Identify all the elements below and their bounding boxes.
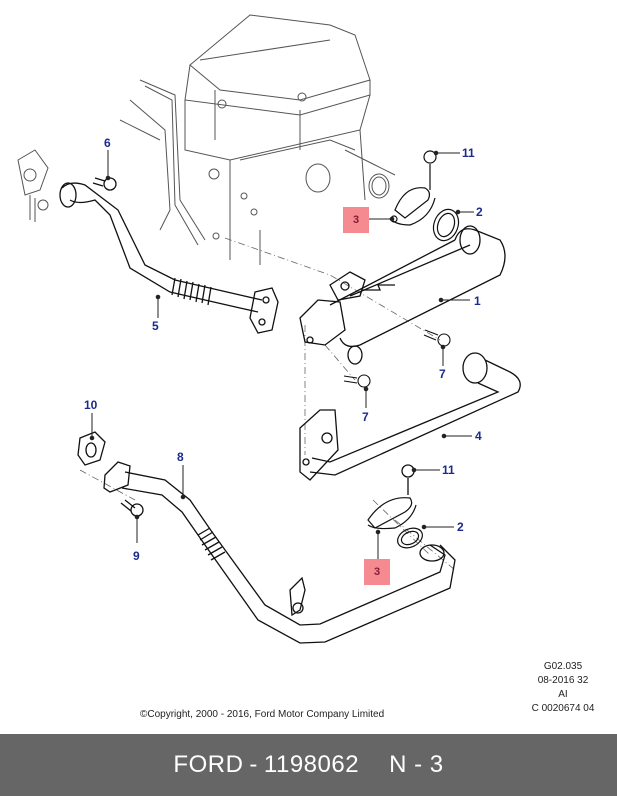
callout-8[interactable]: 8 [177,450,184,464]
diagram-drawing [17,14,521,644]
callout-7-upper[interactable]: 7 [439,367,446,381]
separator: - [249,751,258,778]
egr-pipe-5 [59,177,279,334]
callout-11-top[interactable]: 11 [462,146,475,160]
leader-lines [89,150,474,559]
callout-7-lower[interactable]: 7 [362,410,369,424]
callout-11-bottom[interactable]: 11 [442,463,455,477]
drawing-type: AI [558,689,568,700]
drawing-id: C 0020674 04 [531,703,595,714]
flex-bellows-8 [197,527,226,561]
callout-9[interactable]: 9 [133,549,140,563]
brand-label: FORD [173,751,244,778]
callout-4[interactable]: 4 [475,429,482,443]
drawing-reference: G02.035 08-2016 32 AI C 0020674 04 [523,660,603,716]
bolts-7 [343,329,451,388]
drawing-date: 08-2016 32 [537,675,589,686]
copyright-notice: ©Copyright, 2000 - 2016, Ford Motor Comp… [140,709,385,720]
egr-pipe-8 [77,431,456,644]
position-label: N - 3 [389,751,444,778]
callout-2-top[interactable]: 2 [476,205,483,219]
callout-2-bottom[interactable]: 2 [457,520,464,534]
egr-pipe-4 [299,352,521,495]
engine-block [119,14,396,265]
alignment-lines [79,237,456,571]
callout-5[interactable]: 5 [152,319,159,333]
callout-3-clamp-bottom[interactable]: 3 [364,559,390,585]
clamp-bottom [367,497,423,549]
parts-diagram: 3 11 2 1 6 5 7 7 4 11 2 3 8 9 10 G02.035… [17,14,603,720]
part-footer-bar: FORD - 1198062 N - 3 [0,734,617,796]
drawing-code: G02.035 [543,661,583,672]
callout-1[interactable]: 1 [474,294,481,308]
part-number: 1198062 [263,751,360,778]
callout-10[interactable]: 10 [84,398,98,412]
flex-bellows [171,277,212,306]
callout-3-clamp-top[interactable]: 3 [343,207,369,233]
egr-cooler-1 [299,225,506,365]
clamp-top [389,150,460,242]
callout-6[interactable]: 6 [104,136,111,150]
left-fitting [17,149,49,222]
